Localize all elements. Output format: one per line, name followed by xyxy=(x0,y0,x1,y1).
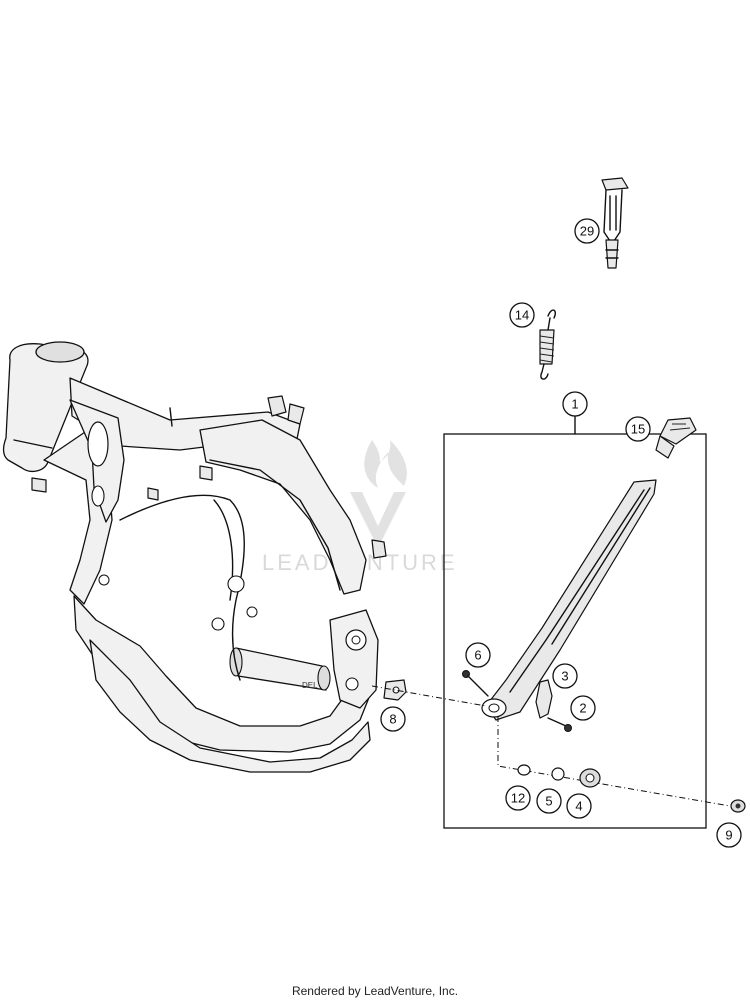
assembly-line-frame xyxy=(371,685,487,707)
part-2-screw xyxy=(547,717,572,732)
part-6-screw xyxy=(462,670,489,697)
part-14-spring xyxy=(539,309,557,380)
svg-text:29: 29 xyxy=(580,224,594,239)
callout-29: 29 xyxy=(574,218,600,244)
svg-text:6: 6 xyxy=(474,648,481,663)
callout-1: 1 xyxy=(562,391,588,417)
flame-logo-icon xyxy=(364,440,407,488)
callout-3: 3 xyxy=(552,663,578,689)
part-4-bushing xyxy=(579,768,601,788)
side-stand-group-box xyxy=(443,433,707,829)
callout-14: 14 xyxy=(509,302,535,328)
part-3-spring-bracket xyxy=(535,679,553,719)
svg-text:2: 2 xyxy=(579,701,586,716)
callout-9: 9 xyxy=(716,822,742,848)
svg-text:1: 1 xyxy=(571,397,578,412)
part-12-washer xyxy=(517,764,531,776)
part-8-mount-clip xyxy=(383,679,407,701)
part-29-tool xyxy=(601,177,629,269)
svg-text:3: 3 xyxy=(561,669,568,684)
callout-4: 4 xyxy=(566,793,592,819)
svg-text:9: 9 xyxy=(725,828,732,843)
svg-text:DEL: DEL xyxy=(302,681,318,690)
motorcycle-frame: DEL xyxy=(2,341,387,773)
svg-text:8: 8 xyxy=(389,712,396,727)
part-5-washer xyxy=(551,767,565,781)
callout-5: 5 xyxy=(536,788,562,814)
callout-2: 2 xyxy=(570,695,596,721)
assembly-line-bolt xyxy=(497,716,731,807)
part-9-bolt xyxy=(730,799,746,813)
svg-text:14: 14 xyxy=(515,308,529,323)
svg-text:4: 4 xyxy=(575,799,582,814)
footer-credit: Rendered by LeadVenture, Inc. xyxy=(291,984,459,998)
callout-8: 8 xyxy=(380,706,406,732)
callout-6: 6 xyxy=(465,642,491,668)
part-1-side-stand xyxy=(481,479,657,721)
svg-text:15: 15 xyxy=(631,422,645,437)
callout-15: 15 xyxy=(625,416,651,442)
v-logo-icon xyxy=(350,492,406,548)
callout-12: 12 xyxy=(505,785,531,811)
part-15-rubber-foot xyxy=(655,417,697,459)
svg-text:12: 12 xyxy=(511,791,525,806)
svg-text:5: 5 xyxy=(545,794,552,809)
